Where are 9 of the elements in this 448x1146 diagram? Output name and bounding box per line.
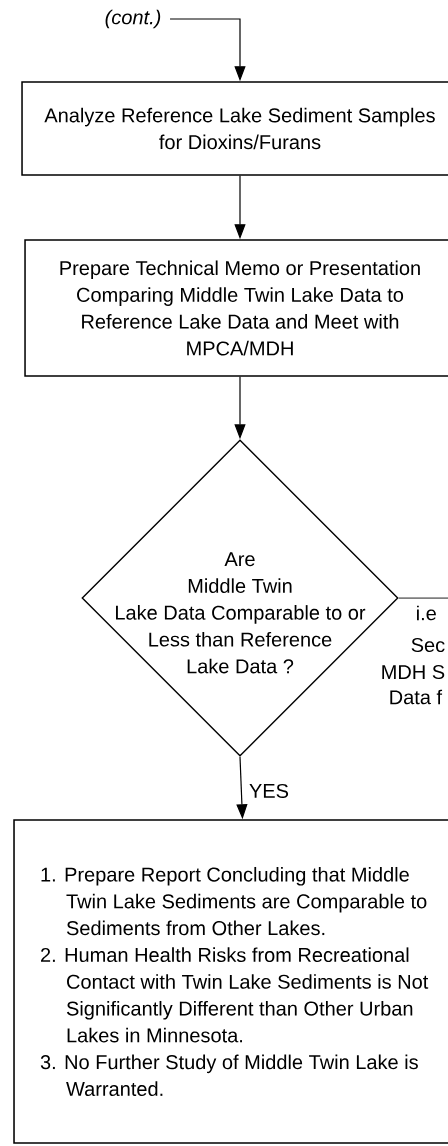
outcome-box: 1. Prepare Report Concluding that Middle Twin Lake Sediments are Comparable to Sediments from Other Lakes. 2. Human Health Risks from Recreational Contact with Twin Lake Sediments is Not Significantly Different than Other Urban Lakes in Minnesota. 3. No Further Study of Middle Twin Lake is Warranted. <box>13 819 448 1144</box>
process-box: Analyze Reference Lake Sediment Samples for Dioxins/Furans <box>21 81 448 176</box>
process-box: Prepare Technical Memo or Presentation Comparing Middle Twin Lake Data to Reference Lake Data and Meet with MPCA/MDH <box>24 239 448 377</box>
note-text: MDH S <box>382 664 445 680</box>
edge-label: YES <box>249 783 289 799</box>
connector-line <box>398 597 448 599</box>
continuation-label: (cont.) <box>105 9 161 29</box>
note-text: Data f <box>390 689 443 705</box>
note-text: i.e <box>417 605 436 621</box>
